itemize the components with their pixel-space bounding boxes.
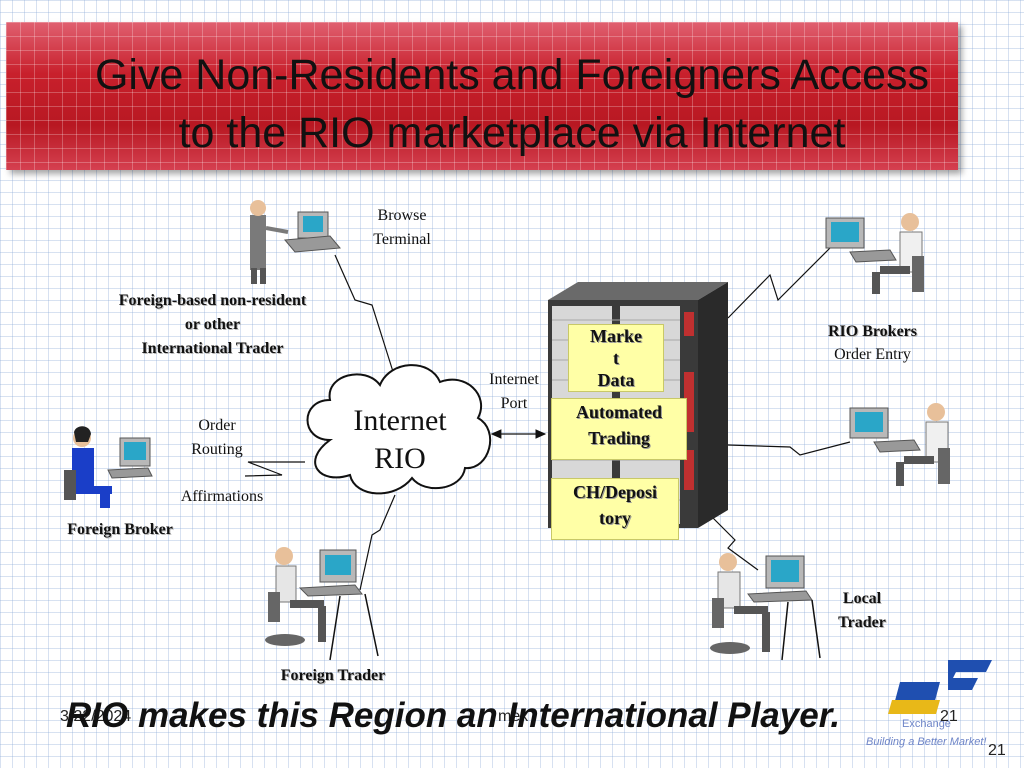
line-foreign-trader bbox=[359, 494, 396, 591]
browse-terminal-label: Browse Terminal bbox=[373, 207, 431, 248]
line-foreign-resident bbox=[334, 254, 396, 379]
ch-depository-box: CH/Deposi tory bbox=[551, 478, 679, 540]
foreign-broker-illustration bbox=[64, 426, 153, 508]
rio-brokers-label: RIO Brokers bbox=[827, 323, 918, 340]
cloud-line-2: RIO bbox=[374, 442, 426, 475]
order-entry-label: Order Entry bbox=[834, 346, 911, 363]
order-routing-label: Order Routing bbox=[191, 417, 243, 458]
footer-center: mex bbox=[498, 708, 529, 725]
line-local-trader bbox=[704, 509, 759, 571]
footer-page-number: 21 bbox=[940, 708, 958, 725]
internet-cloud-shape bbox=[306, 364, 492, 495]
foreign-resident-label: Foreign-based non-resident or other Inte… bbox=[118, 292, 307, 357]
footer-tagline: RIO makes this Region an International P… bbox=[66, 696, 841, 735]
local-trader-label: Local Trader bbox=[838, 590, 886, 631]
affirmations-label: Affirmations bbox=[180, 488, 264, 505]
market-data-box: Marke t Data bbox=[568, 324, 664, 392]
logo-exchange-text: Exchange bbox=[902, 718, 951, 730]
exchange-logo-mark bbox=[888, 660, 992, 714]
line-foreign-broker bbox=[244, 461, 305, 477]
rio-broker-2-illustration bbox=[849, 403, 950, 486]
internet-port-label: Internet Port bbox=[489, 371, 539, 412]
title-banner bbox=[6, 22, 958, 170]
footer-page-number-2: 21 bbox=[988, 742, 1006, 759]
foreign-trader-illustration bbox=[265, 547, 379, 661]
slide-title: Give Non-Residents and Foreigners Access… bbox=[94, 51, 930, 157]
logo-tagline: Building a Better Market! bbox=[866, 736, 987, 748]
rio-broker-1-illustration bbox=[825, 213, 924, 294]
internet-cloud-label: Internet RIO bbox=[330, 402, 470, 478]
local-trader-illustration bbox=[710, 553, 821, 661]
footer-date: 3/22/2024 bbox=[60, 708, 132, 725]
cloud-line-1: Internet bbox=[353, 404, 447, 437]
standing-trader-illustration bbox=[250, 200, 341, 284]
foreign-trader-label: Foreign Trader bbox=[280, 667, 386, 684]
line-rio-broker-1 bbox=[727, 247, 831, 319]
automated-trading-box: Automated Trading bbox=[551, 398, 687, 460]
line-rio-broker-2 bbox=[727, 441, 851, 456]
foreign-broker-label: Foreign Broker bbox=[67, 521, 173, 538]
